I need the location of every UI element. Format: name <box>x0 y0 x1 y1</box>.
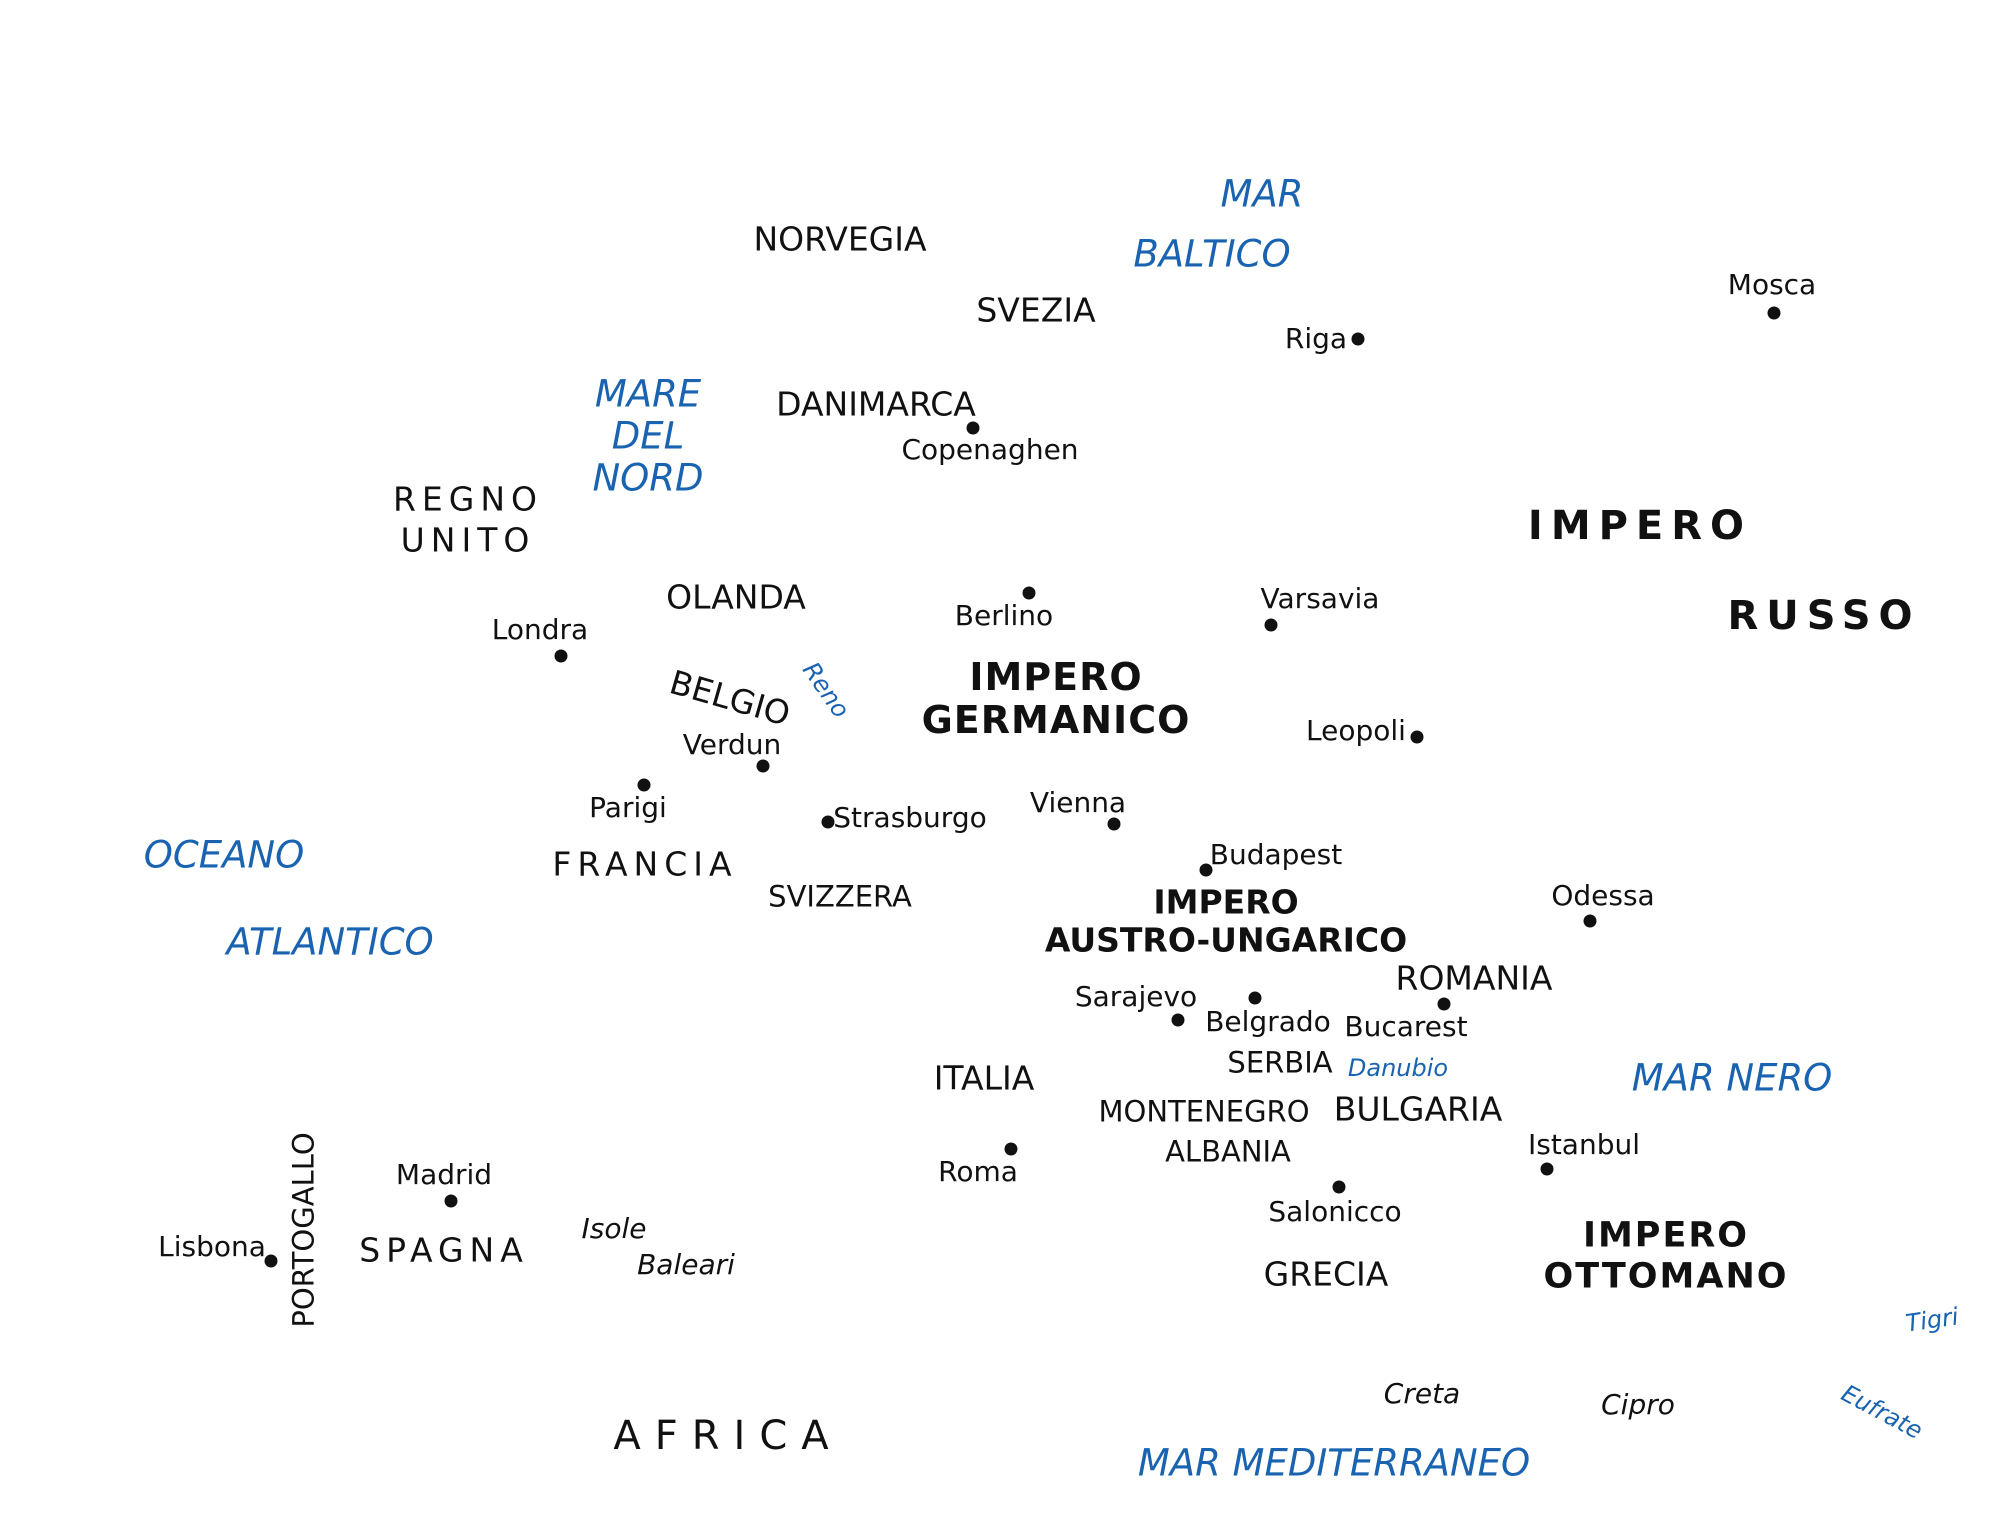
country-label-olanda: OLANDA <box>666 577 806 617</box>
city-dot-verdun <box>756 759 770 773</box>
country-label-norvegia: NORVEGIA <box>753 219 927 259</box>
sea-label-mare-del-nord-1: MARE <box>594 372 702 416</box>
country-label-regno-unito-1: REGNO <box>392 479 544 519</box>
continent-label-africa: AFRICA <box>613 1413 843 1459</box>
city-dot-roma <box>1004 1142 1018 1156</box>
country-label-svizzera: SVIZZERA <box>768 879 912 914</box>
city-dot-berlino <box>1022 586 1036 600</box>
country-label-montenegro: MONTENEGRO <box>1098 1094 1310 1129</box>
city-dot-lisbona <box>264 1254 278 1268</box>
city-label-lisbona: Lisbona <box>158 1230 266 1263</box>
city-label-roma: Roma <box>938 1155 1018 1188</box>
city-dot-vienna <box>1107 817 1121 831</box>
country-label-regno-unito-2: UNITO <box>400 520 536 560</box>
city-dot-varsavia <box>1264 618 1278 632</box>
country-label-francia: FRANCIA <box>552 844 738 884</box>
empire-label-russo-2: RUSSO <box>1727 593 1921 639</box>
city-dot-copenaghen <box>966 421 980 435</box>
city-label-budapest: Budapest <box>1209 838 1343 871</box>
city-label-londra: Londra <box>491 613 589 646</box>
city-dot-budapest <box>1199 863 1213 877</box>
city-label-bucarest: Bucarest <box>1344 1010 1468 1043</box>
country-label-romania: ROMANIA <box>1395 958 1553 998</box>
sea-label-mar-baltico-1: MAR <box>1220 172 1304 216</box>
country-label-bulgaria: BULGARIA <box>1333 1089 1503 1129</box>
city-dot-strasburgo <box>821 815 835 829</box>
city-label-parigi: Parigi <box>589 791 667 824</box>
country-label-spagna: SPAGNA <box>359 1230 529 1270</box>
city-dot-odessa <box>1583 914 1597 928</box>
sea-label-mar-baltico-2: BALTICO <box>1133 232 1291 276</box>
city-label-berlino: Berlino <box>954 599 1054 632</box>
city-dot-londra <box>554 649 568 663</box>
city-label-varsavia: Varsavia <box>1260 582 1380 615</box>
sea-label-mar-nero: MAR NERO <box>1631 1056 1833 1100</box>
country-label-belgio: BELGIO <box>665 662 795 734</box>
city-label-odessa: Odessa <box>1551 879 1655 912</box>
river-label-eufrate: Eufrate <box>1836 1379 1928 1445</box>
river-label-tigri: Tigri <box>1903 1302 1961 1338</box>
city-label-istanbul: Istanbul <box>1527 1128 1641 1161</box>
sea-label-oceano-atlantico-2: ATLANTICO <box>226 920 434 964</box>
city-label-mosca: Mosca <box>1727 268 1817 301</box>
city-label-verdun: Verdun <box>682 728 782 761</box>
city-label-sarajevo: Sarajevo <box>1074 980 1198 1013</box>
city-label-riga: Riga <box>1284 322 1348 355</box>
city-label-leopoli: Leopoli <box>1306 714 1406 747</box>
empire-label-austro-ungarico-2: AUSTRO-UNGARICO <box>1044 920 1408 960</box>
city-label-vienna: Vienna <box>1029 786 1127 819</box>
city-dot-sarajevo <box>1171 1013 1185 1027</box>
island-label-isole-baleari-1: Isole <box>581 1212 647 1245</box>
city-label-copenaghen: Copenaghen <box>901 433 1079 466</box>
city-dot-bucarest <box>1437 997 1451 1011</box>
country-label-portogallo: PORTOGALLO <box>286 1132 321 1328</box>
city-label-madrid: Madrid <box>395 1158 493 1191</box>
empire-label-ottomano-1: IMPERO <box>1582 1215 1750 1256</box>
city-dot-riga <box>1351 332 1365 346</box>
city-dot-parigi <box>637 778 651 792</box>
city-dot-belgrado <box>1248 991 1262 1005</box>
empire-label-germanico-1: IMPERO <box>969 655 1143 699</box>
river-label-reno: Reno <box>796 656 856 724</box>
city-dot-madrid <box>444 1194 458 1208</box>
city-dot-salonicco <box>1332 1180 1346 1194</box>
city-label-belgrado: Belgrado <box>1205 1005 1331 1038</box>
country-label-albania: ALBANIA <box>1165 1134 1291 1169</box>
country-label-danimarca: DANIMARCA <box>776 384 976 424</box>
empire-label-russo-1: IMPERO <box>1527 503 1753 549</box>
island-label-isole-baleari-2: Baleari <box>637 1248 735 1281</box>
island-label-cipro: Cipro <box>1601 1388 1675 1421</box>
city-dot-istanbul <box>1540 1162 1554 1176</box>
city-label-salonicco: Salonicco <box>1268 1195 1402 1228</box>
empire-label-ottomano-2: OTTOMANO <box>1543 1256 1789 1297</box>
empire-label-germanico-2: GERMANICO <box>921 698 1191 742</box>
sea-label-mare-del-nord-3: NORD <box>592 456 704 500</box>
island-label-creta: Creta <box>1383 1377 1461 1410</box>
country-label-serbia: SERBIA <box>1227 1045 1333 1080</box>
sea-label-mare-del-nord-2: DEL <box>611 414 685 458</box>
country-label-grecia: GRECIA <box>1263 1254 1389 1294</box>
empire-label-austro-ungarico-1: IMPERO <box>1153 882 1299 922</box>
city-dot-leopoli <box>1410 730 1424 744</box>
sea-label-oceano-atlantico-1: OCEANO <box>143 833 305 877</box>
country-label-svezia: SVEZIA <box>976 290 1096 330</box>
city-label-strasburgo: Strasburgo <box>833 801 987 834</box>
sea-label-mar-mediterraneo: MAR MEDITERRANEO <box>1137 1441 1531 1485</box>
river-label-danubio: Danubio <box>1347 1054 1449 1082</box>
city-dot-mosca <box>1767 306 1781 320</box>
country-label-italia: ITALIA <box>933 1058 1035 1098</box>
